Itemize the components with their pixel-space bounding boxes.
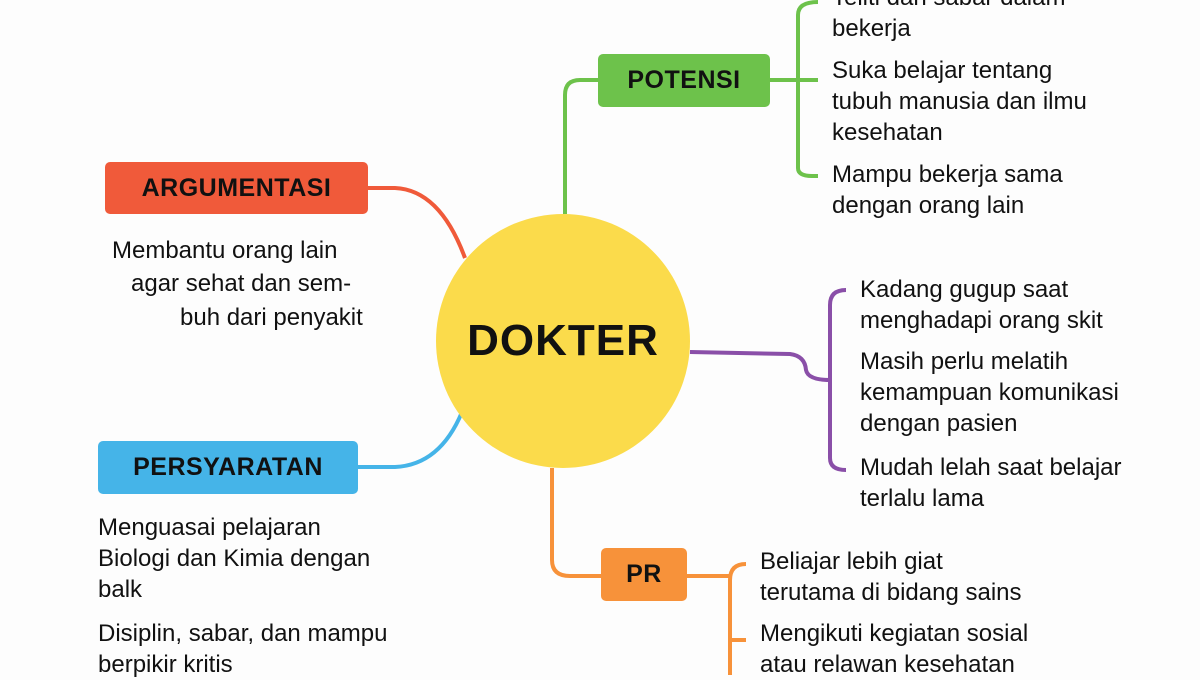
- persyaratan-connector: [358, 411, 464, 469]
- potensi-connector: [563, 78, 598, 214]
- potensi-label: POTENSI: [627, 66, 741, 94]
- pr-node: PR: [601, 548, 687, 601]
- potensi-node: POTENSI: [598, 54, 770, 107]
- pr-label: PR: [626, 560, 662, 588]
- persyaratan-node: PERSYARATAN: [98, 441, 358, 494]
- argumentasi-line: buh dari penyakit: [180, 304, 363, 331]
- pr-bracket: [687, 562, 747, 675]
- persyaratan-label: PERSYARATAN: [133, 453, 323, 481]
- center-node: DOKTER: [436, 214, 690, 468]
- argumentasi-node: ARGUMENTASI: [105, 162, 368, 214]
- potensi-bracket: [770, 0, 819, 178]
- argumentasi-line: agar sehat dan sem-: [131, 270, 352, 297]
- argumentasi-label: ARGUMENTASI: [141, 173, 332, 202]
- argumentasi-line: Membantu orang lain: [112, 237, 338, 264]
- kelemahan-connector: [689, 288, 847, 472]
- potensi-item: Teliti dan sabar dalambekerja: [832, 0, 1065, 42]
- pr-connector: [550, 468, 601, 578]
- argumentasi-connector: [368, 186, 467, 259]
- center-label: DOKTER: [467, 316, 659, 365]
